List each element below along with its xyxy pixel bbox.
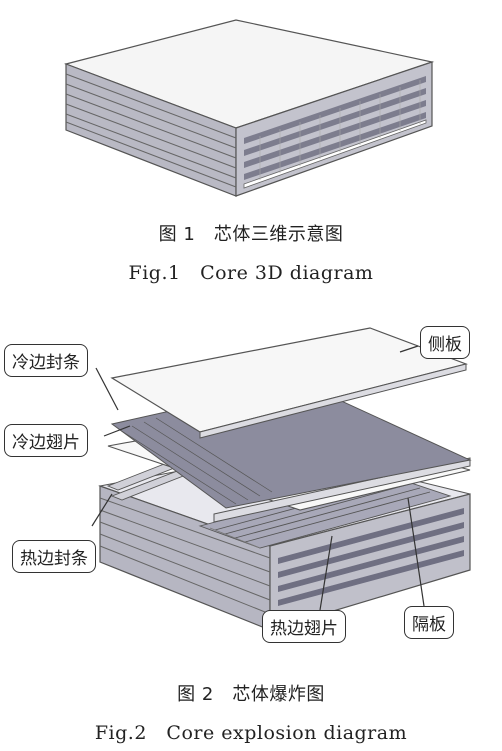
label-cold-fin: 冷边翅片 <box>4 424 88 457</box>
core-right-fin-hatch <box>259 80 421 180</box>
core-explosion-diagram <box>91 327 472 631</box>
side-plate-edge <box>199 363 467 439</box>
label-side-plate: 侧板 <box>420 326 470 359</box>
label-cold-seal-bar: 冷边封条 <box>4 344 88 377</box>
label-separator: 隔板 <box>404 606 454 639</box>
core-right-channels <box>243 76 427 189</box>
leader-lines <box>91 345 425 611</box>
label-hot-seal-bar: 热边封条 <box>12 540 96 573</box>
figure2-caption-cn: 图 2 芯体爆炸图 <box>177 684 325 705</box>
label-hot-fin: 热边翅片 <box>262 610 346 643</box>
figure1-caption-en: Fig.1 Core 3D diagram <box>128 262 374 284</box>
figure2-caption-en: Fig.2 Core explosion diagram <box>94 722 408 744</box>
core-3d-diagram <box>64 19 435 197</box>
figure1-caption-cn: 图 1 芯体三维示意图 <box>158 224 344 245</box>
core-left-stripes <box>65 73 237 188</box>
